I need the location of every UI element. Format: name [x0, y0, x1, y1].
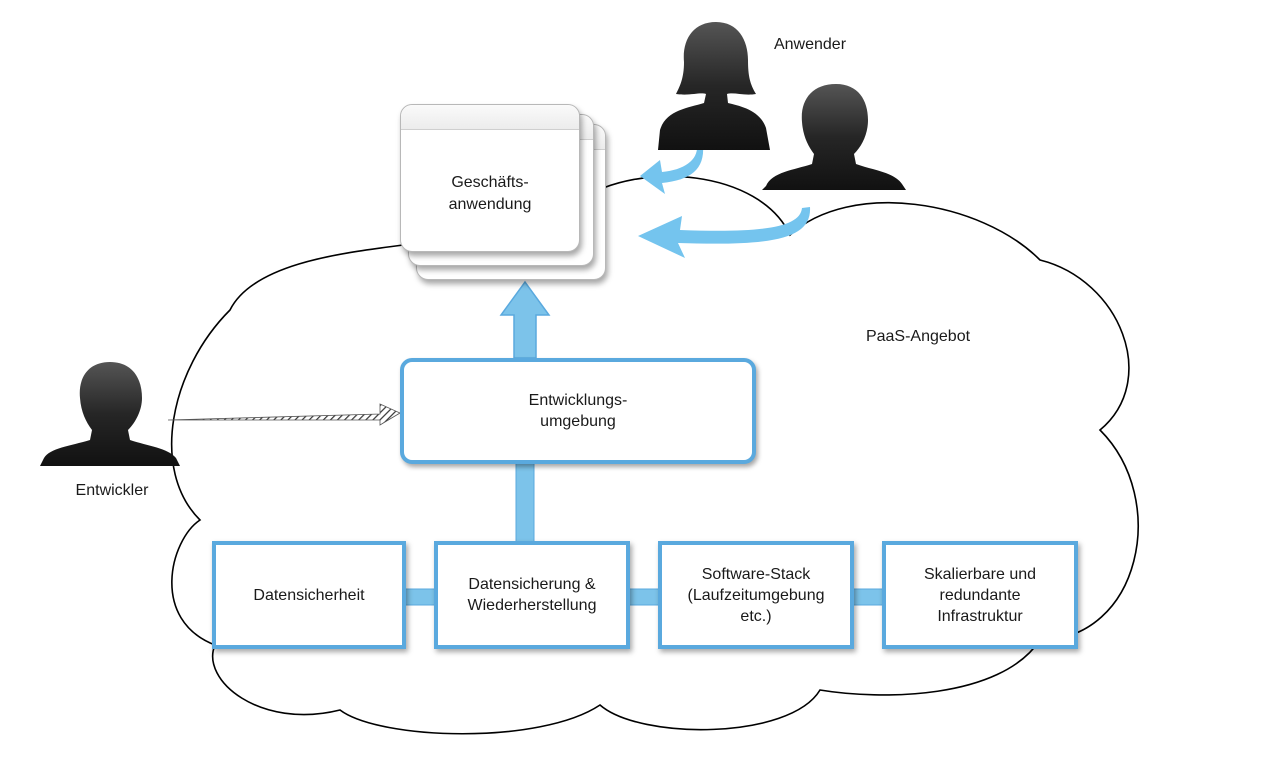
developer-icon — [40, 362, 180, 466]
component-label: Skalierbare und redundante Infrastruktur — [923, 565, 1037, 625]
user-female-icon — [658, 22, 770, 150]
component-label: Datensicherung & Wiederherstellung — [467, 576, 597, 614]
component-infrastructure: Skalierbare und redundante Infrastruktur — [882, 541, 1078, 649]
arrow-user1-to-app-icon — [640, 145, 704, 194]
component-backup-restore: Datensicherung & Wiederherstellung — [434, 541, 630, 649]
business-app-label: Geschäfts- anwendung — [448, 174, 532, 213]
dev-environment-box: Entwicklungs- umgebung — [400, 358, 756, 464]
connector-3-4 — [850, 588, 886, 606]
component-software-stack: Software-Stack (Laufzeitumgebung etc.) — [658, 541, 854, 649]
dev-environment-label: Entwicklungs- umgebung — [528, 392, 628, 430]
component-label: Datensicherheit — [253, 586, 365, 604]
paas-label: PaaS-Angebot — [865, 328, 971, 345]
developer-label: Entwickler — [75, 482, 149, 499]
user-male-icon — [762, 84, 906, 190]
connector-1-2 — [403, 588, 439, 606]
component-data-security: Datensicherheit — [212, 541, 406, 649]
connector-stack-to-devenv — [515, 461, 535, 545]
arrow-devenv-to-app-icon — [499, 280, 551, 359]
business-app-window-front: Geschäfts- anwendung — [400, 104, 580, 252]
connector-2-3 — [625, 588, 663, 606]
arrow-user2-to-app-icon — [638, 207, 811, 258]
users-label: Anwender — [773, 36, 847, 53]
window-titlebar — [401, 105, 579, 130]
component-label: Software-Stack (Laufzeitumgebung etc.) — [687, 565, 825, 625]
